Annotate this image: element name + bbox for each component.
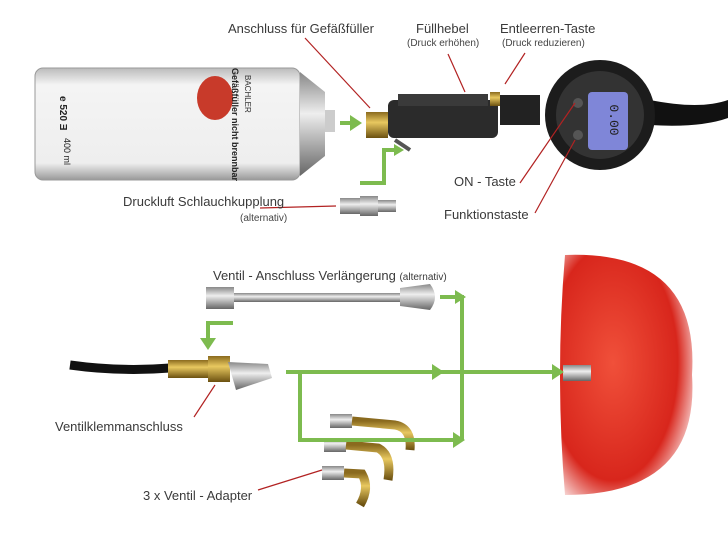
hose-with-clamp bbox=[69, 356, 272, 390]
arrow-heads bbox=[200, 115, 564, 448]
expansion-vessel bbox=[560, 254, 693, 495]
label-extension: Ventil - Anschluss Verlängerung (alterna… bbox=[213, 268, 447, 283]
valve-adapters bbox=[322, 414, 415, 508]
label-extension-sub: (alternativ) bbox=[399, 272, 447, 283]
label-coupling-sub: (alternativ) bbox=[240, 213, 288, 224]
can-volume: 400 ml bbox=[62, 138, 72, 165]
can-text: Gefäßfüller nicht brennbar bbox=[230, 68, 240, 182]
gauge-display bbox=[588, 92, 628, 150]
label-extension-main: Ventil - Anschluss Verlängerung bbox=[213, 268, 396, 283]
flow-arrows bbox=[206, 121, 555, 442]
pointer-lines bbox=[193, 37, 576, 491]
deflate-button bbox=[490, 92, 500, 106]
label-function-button: Funktionstaste bbox=[444, 207, 529, 222]
vessel-valve bbox=[563, 365, 591, 381]
label-coupling: Druckluft Schlauchkupplung bbox=[123, 194, 285, 209]
label-lever-sub: (Druck erhöhen) bbox=[407, 38, 480, 49]
filler-gun bbox=[366, 92, 540, 152]
can-brand: BACHLER bbox=[243, 75, 252, 113]
label-deflate-sub: (Druck reduzieren) bbox=[502, 38, 585, 49]
pressure-gauge bbox=[545, 60, 728, 170]
on-button bbox=[573, 98, 583, 108]
label-connector: Anschluss für Gefäßfüller bbox=[228, 21, 374, 36]
can-code: e 520 Ǝ bbox=[57, 96, 68, 130]
function-button bbox=[573, 130, 583, 140]
spray-can bbox=[34, 67, 335, 181]
label-adapters: 3 x Ventil - Adapter bbox=[143, 488, 253, 503]
gauge-readout: 0.00 bbox=[606, 104, 621, 135]
valve-extension bbox=[206, 284, 435, 310]
label-lever: Füllhebel bbox=[416, 21, 469, 36]
label-on-button: ON - Taste bbox=[454, 174, 516, 189]
label-clamp: Ventilklemmanschluss bbox=[55, 419, 183, 434]
balloon-drawing bbox=[197, 76, 233, 120]
label-deflate: Entleerren-Taste bbox=[500, 21, 596, 36]
hose-coupling bbox=[340, 196, 396, 216]
